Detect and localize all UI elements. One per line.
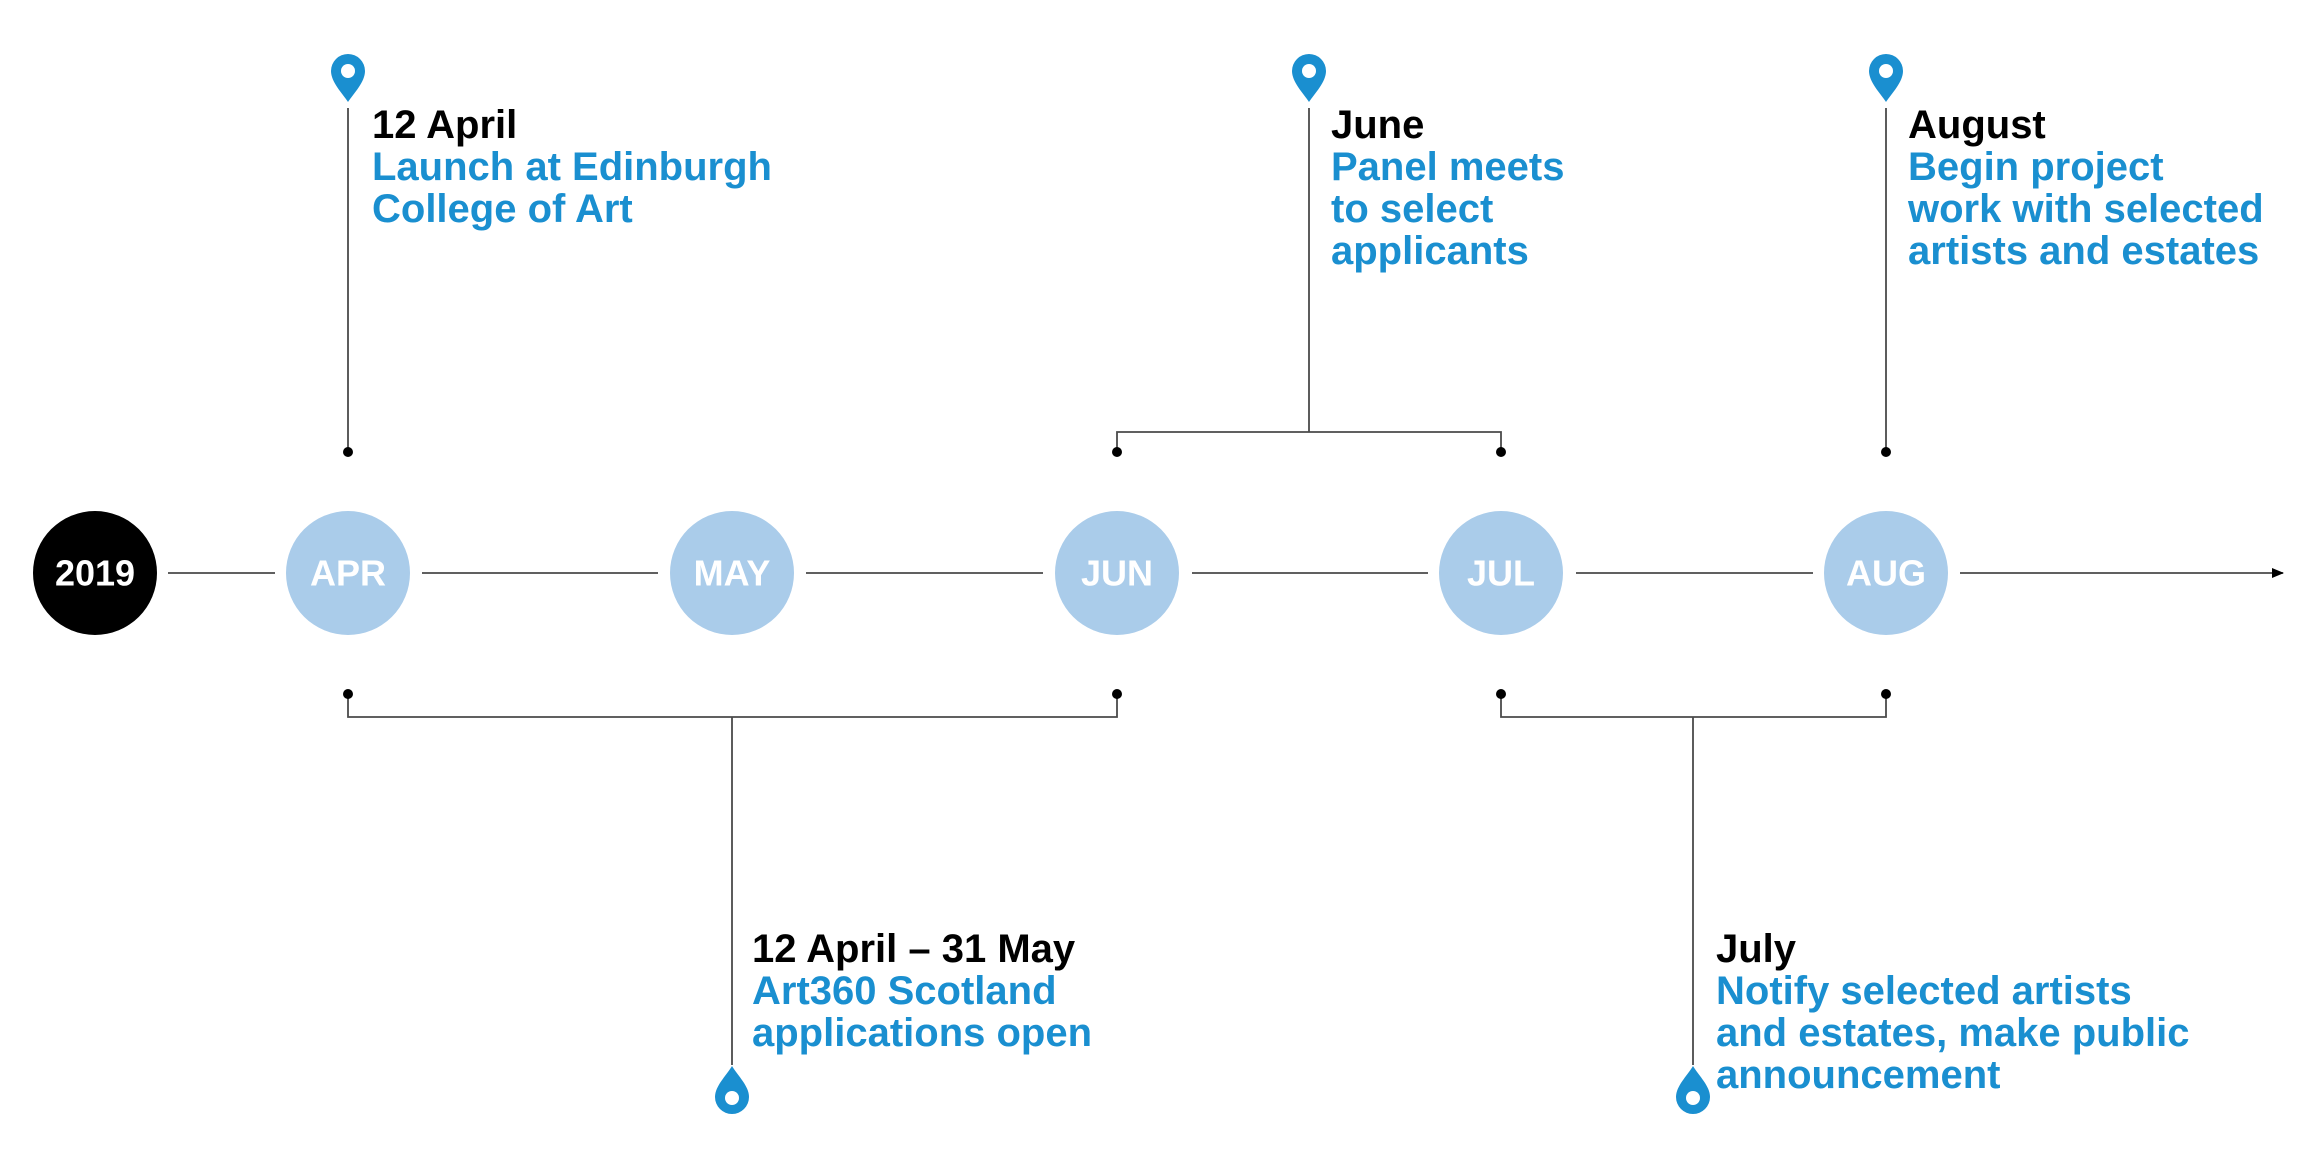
event-description: Notify selected artists and estates, mak… bbox=[1716, 969, 2190, 1097]
connector-notify bbox=[1496, 689, 1891, 1065]
map-pin-icon bbox=[1292, 54, 1326, 102]
month-node-apr: APR bbox=[286, 511, 410, 635]
map-pin-icon bbox=[331, 54, 365, 102]
event-date: 12 April – 31 May bbox=[752, 927, 1076, 971]
year-label: 2019 bbox=[55, 553, 135, 594]
event-date: June bbox=[1331, 103, 1425, 147]
month-label-jun: JUN bbox=[1081, 553, 1153, 594]
event-date: 12 April bbox=[372, 103, 518, 147]
year-node: 2019 bbox=[33, 511, 157, 635]
event-description: Launch at Edinburgh College of Art bbox=[372, 145, 772, 231]
drop-pin-icon bbox=[1676, 1066, 1710, 1114]
connector-august bbox=[1881, 108, 1891, 457]
event-notify: July Notify selected artists and estates… bbox=[1716, 928, 2190, 1096]
month-label-may: MAY bbox=[694, 553, 771, 594]
year-circle bbox=[33, 511, 157, 635]
event-date: August bbox=[1908, 103, 2046, 147]
map-pin-icon bbox=[1869, 54, 1903, 102]
event-date: July bbox=[1716, 927, 1797, 971]
connector-applications bbox=[343, 689, 1122, 1065]
event-description: Panel meets to select applicants bbox=[1331, 145, 1565, 273]
month-label-apr: APR bbox=[310, 553, 386, 594]
month-label-aug: AUG bbox=[1846, 553, 1926, 594]
event-applications: 12 April – 31 May Art360 Scotland applic… bbox=[752, 928, 1092, 1054]
event-launch: 12 April Launch at Edinburgh College of … bbox=[372, 104, 772, 230]
connector-panel bbox=[1112, 108, 1506, 457]
drop-pin-icon bbox=[715, 1066, 749, 1114]
event-description: Begin project work with selected artists… bbox=[1908, 145, 2264, 273]
event-panel: June Panel meets to select applicants bbox=[1331, 104, 1564, 272]
event-description: Art360 Scotland applications open bbox=[752, 969, 1093, 1055]
month-node-aug: AUG bbox=[1824, 511, 1948, 635]
month-node-jun: JUN bbox=[1055, 511, 1179, 635]
month-node-may: MAY bbox=[670, 511, 794, 635]
event-august: August Begin project work with selected … bbox=[1908, 104, 2264, 272]
connector-launch bbox=[343, 108, 353, 457]
month-node-jul: JUL bbox=[1439, 511, 1563, 635]
month-label-jul: JUL bbox=[1467, 553, 1535, 594]
